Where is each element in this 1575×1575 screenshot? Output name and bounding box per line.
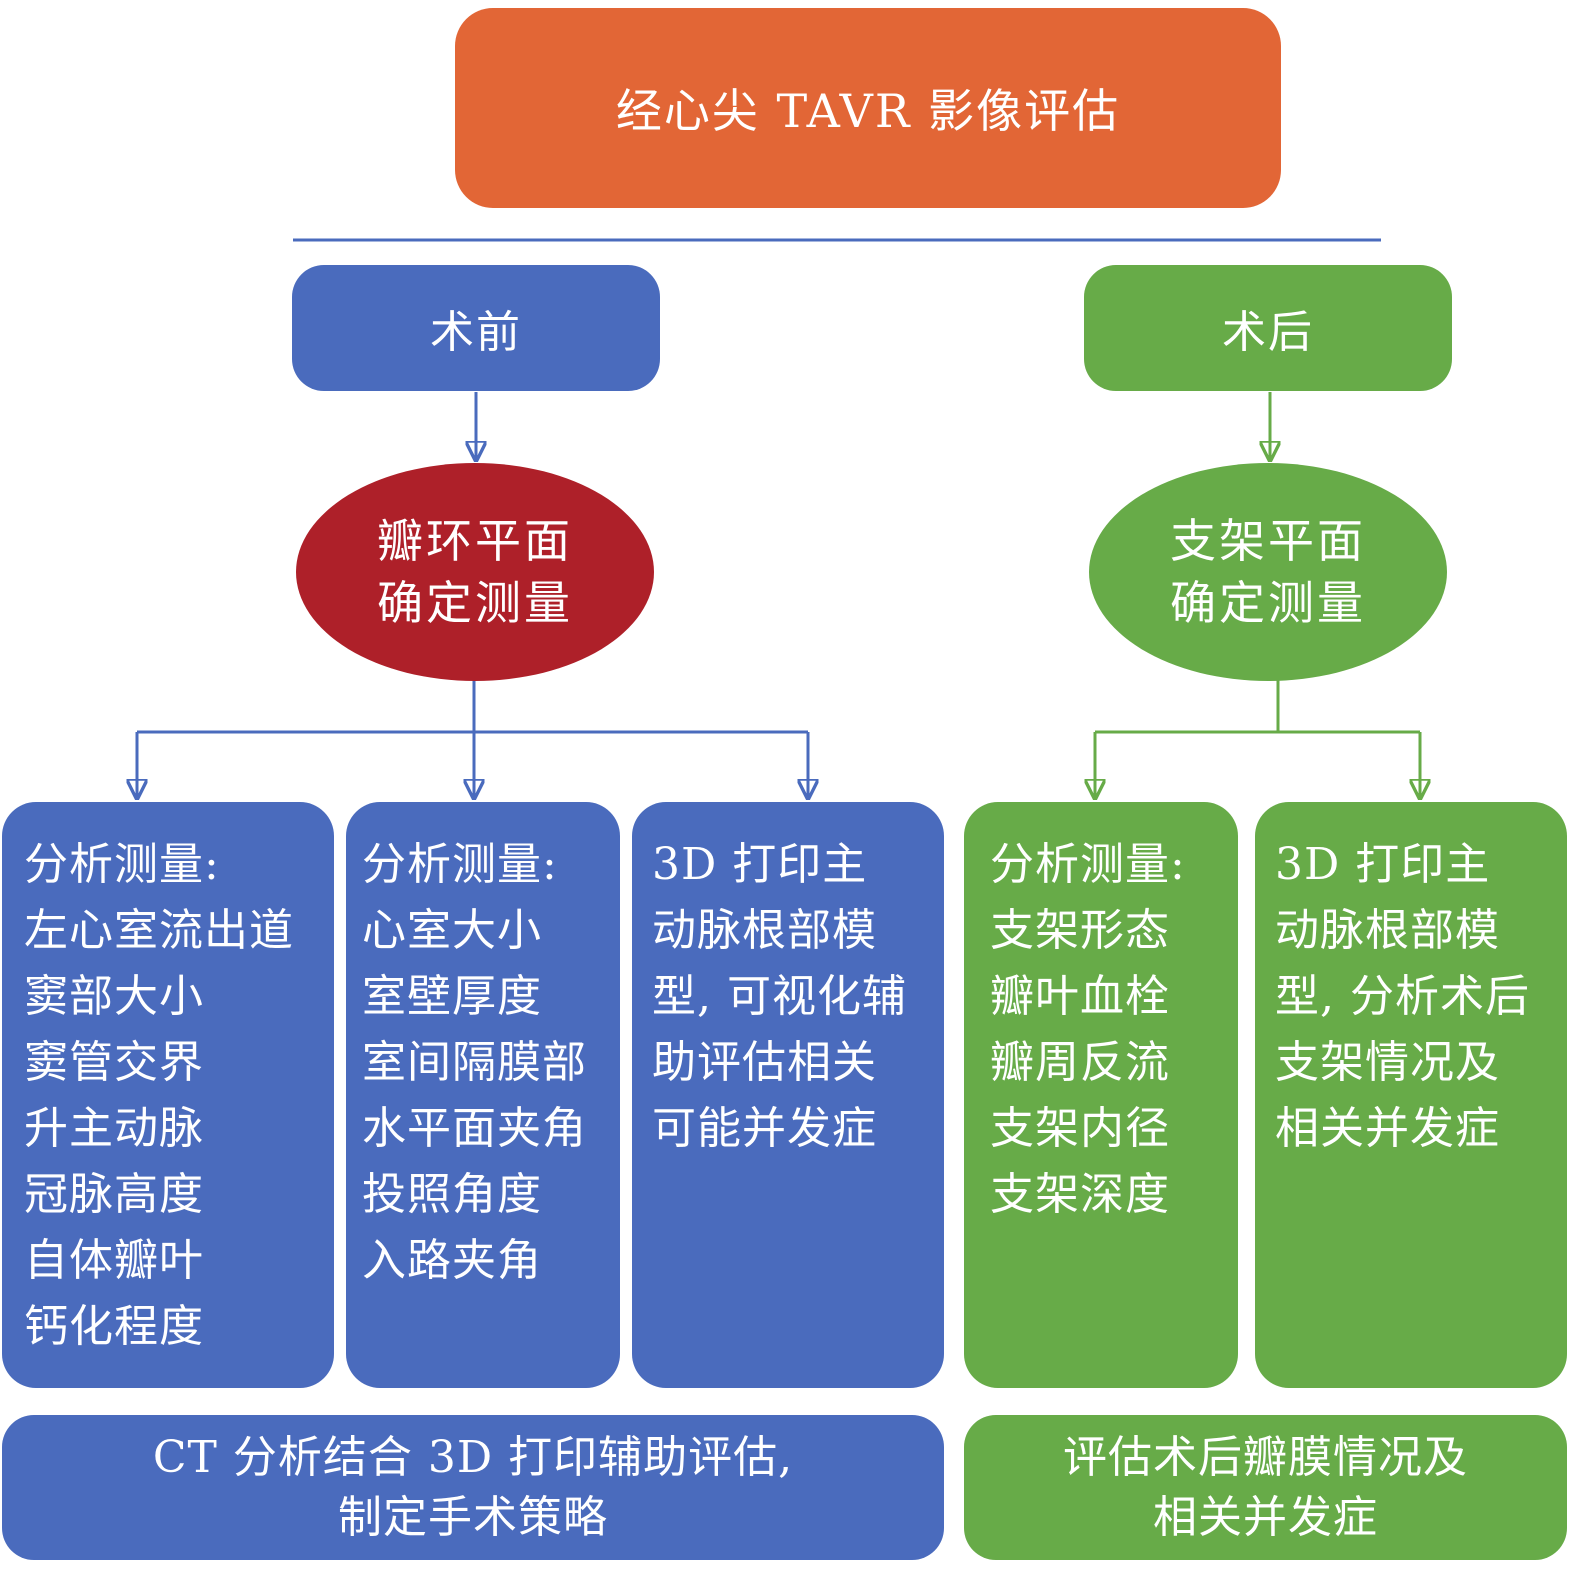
pre-summary-line: CT 分析结合 3D 打印辅助评估, [152,1431,794,1483]
list-item: 支架内径 [990,1103,1170,1154]
list-item: 瓣叶血栓 [990,971,1170,1022]
list-item: 入路夹角 [362,1235,542,1286]
post-3d-print-box: 3D 打印主 动脉根部模 型, 分析术后 支架情况及 相关并发症 [1255,802,1567,1388]
post-op-box: 术后 [1084,265,1452,391]
pre-ellipse: 瓣环平面 确定测量 [296,463,654,681]
post-summary-line: 评估术后瓣膜情况及 [1063,1431,1468,1483]
pre-ellipse-line: 确定测量 [377,576,573,630]
list-item: 相关并发症 [1275,1103,1500,1154]
post-ellipse-line: 支架平面 [1170,514,1366,568]
list-item: 室壁厚度 [362,971,542,1022]
list-item: 分析测量: [362,839,558,890]
pre-ellipse-line: 瓣环平面 [377,514,573,568]
list-item: 窦部大小 [24,971,204,1022]
post-summary-line: 相关并发症 [1153,1491,1378,1543]
post-op-label: 术后 [1222,307,1314,358]
pre-analysis-box-1: 分析测量: 左心室流出道 窦部大小 窦管交界 升主动脉 冠脉高度 自体瓣叶 钙化… [2,802,334,1388]
list-item: 可能并发症 [652,1103,877,1154]
post-ellipse: 支架平面 确定测量 [1089,463,1447,681]
list-item: 动脉根部模 [1275,905,1500,956]
pre-op-box: 术前 [292,265,660,391]
pre-analysis-box-2: 分析测量: 心室大小 室壁厚度 室间隔膜部 水平面夹角 投照角度 入路夹角 [346,802,620,1388]
post-ellipse-line: 确定测量 [1170,576,1366,630]
post-analysis-box: 分析测量: 支架形态 瓣叶血栓 瓣周反流 支架内径 支架深度 [964,802,1238,1388]
list-item: 瓣周反流 [990,1037,1170,1088]
list-item: 型, 分析术后 [1275,971,1530,1022]
list-item: 分析测量: [990,839,1186,890]
list-item: 型, 可视化辅 [652,971,907,1022]
list-item: 支架情况及 [1275,1037,1500,1088]
pre-summary-line: 制定手术策略 [338,1491,608,1543]
list-item: 窦管交界 [24,1037,204,1088]
list-item: 3D 打印主 [1275,839,1491,890]
list-item: 自体瓣叶 [24,1235,204,1286]
list-item: 冠脉高度 [24,1169,204,1220]
list-item: 支架深度 [990,1169,1170,1220]
list-item: 心室大小 [362,905,542,956]
list-item: 升主动脉 [24,1103,204,1154]
list-item: 左心室流出道 [24,905,294,956]
list-item: 3D 打印主 [652,839,868,890]
pre-summary-box: CT 分析结合 3D 打印辅助评估, 制定手术策略 [2,1415,944,1560]
title-text: 经心尖 TAVR 影像评估 [615,84,1121,138]
list-item: 动脉根部模 [652,905,877,956]
title-box: 经心尖 TAVR 影像评估 [455,8,1281,208]
post-summary-box: 评估术后瓣膜情况及 相关并发症 [964,1415,1567,1560]
post-branch-lines [1095,678,1420,798]
list-item: 分析测量: [24,839,220,890]
list-item: 投照角度 [362,1169,542,1220]
list-item: 水平面夹角 [362,1103,587,1154]
pre-branch-lines [137,678,808,798]
list-item: 钙化程度 [24,1301,204,1352]
pre-3d-print-box: 3D 打印主 动脉根部模 型, 可视化辅 助评估相关 可能并发症 [632,802,944,1388]
list-item: 支架形态 [990,905,1170,956]
pre-op-label: 术前 [430,307,522,358]
list-item: 室间隔膜部 [362,1037,587,1088]
list-item: 助评估相关 [652,1037,877,1088]
